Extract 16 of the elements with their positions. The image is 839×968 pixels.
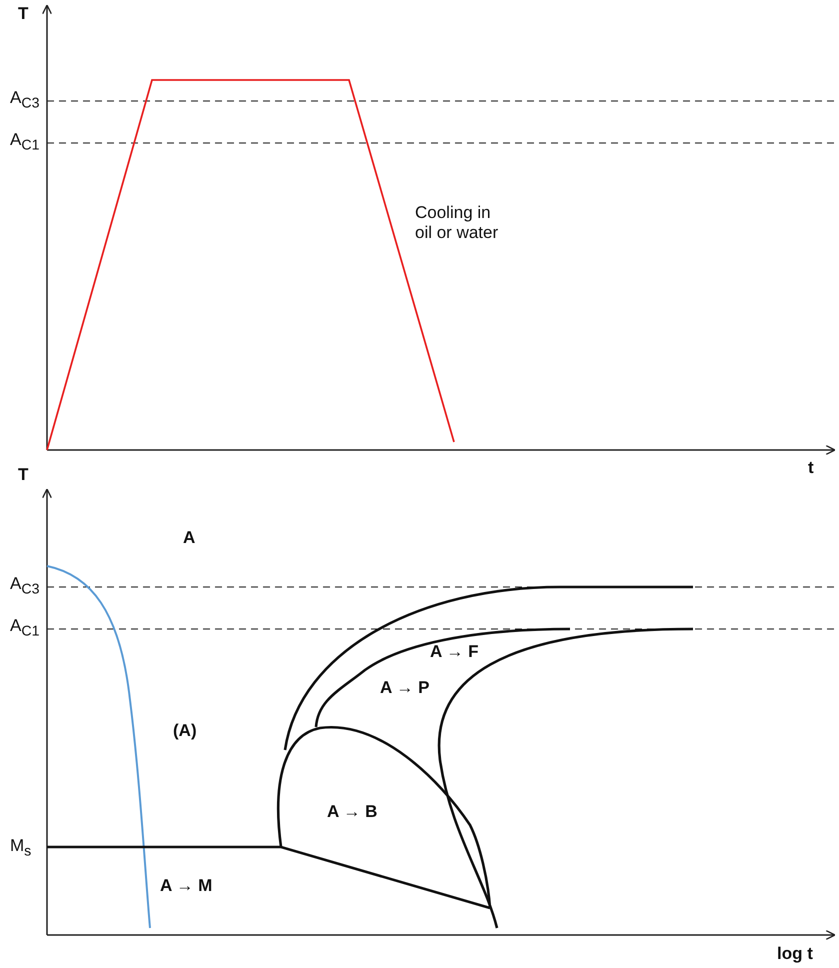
region-label: A → B <box>327 802 378 822</box>
region-label: A → F <box>430 642 478 662</box>
axis-label: log t <box>777 944 813 964</box>
annotation-text: Cooling in oil or water <box>415 203 500 244</box>
axis-label: A$_{C1}$ <box>10 130 40 154</box>
axis-label: t <box>808 458 814 478</box>
axis-label: A$_{C1}$ <box>10 616 40 640</box>
axis-label: T <box>18 4 28 24</box>
axis-label: M$_{s}$ <box>10 836 32 860</box>
axis-label: A$_{C3}$ <box>10 574 40 598</box>
axis-label: T <box>18 465 28 486</box>
region-label: A → P <box>380 678 430 698</box>
region-label: A → M <box>160 876 212 896</box>
axis-label: A$_{C3}$ <box>10 88 40 112</box>
region-label: A <box>183 528 196 548</box>
region-label: (A) <box>173 721 197 742</box>
